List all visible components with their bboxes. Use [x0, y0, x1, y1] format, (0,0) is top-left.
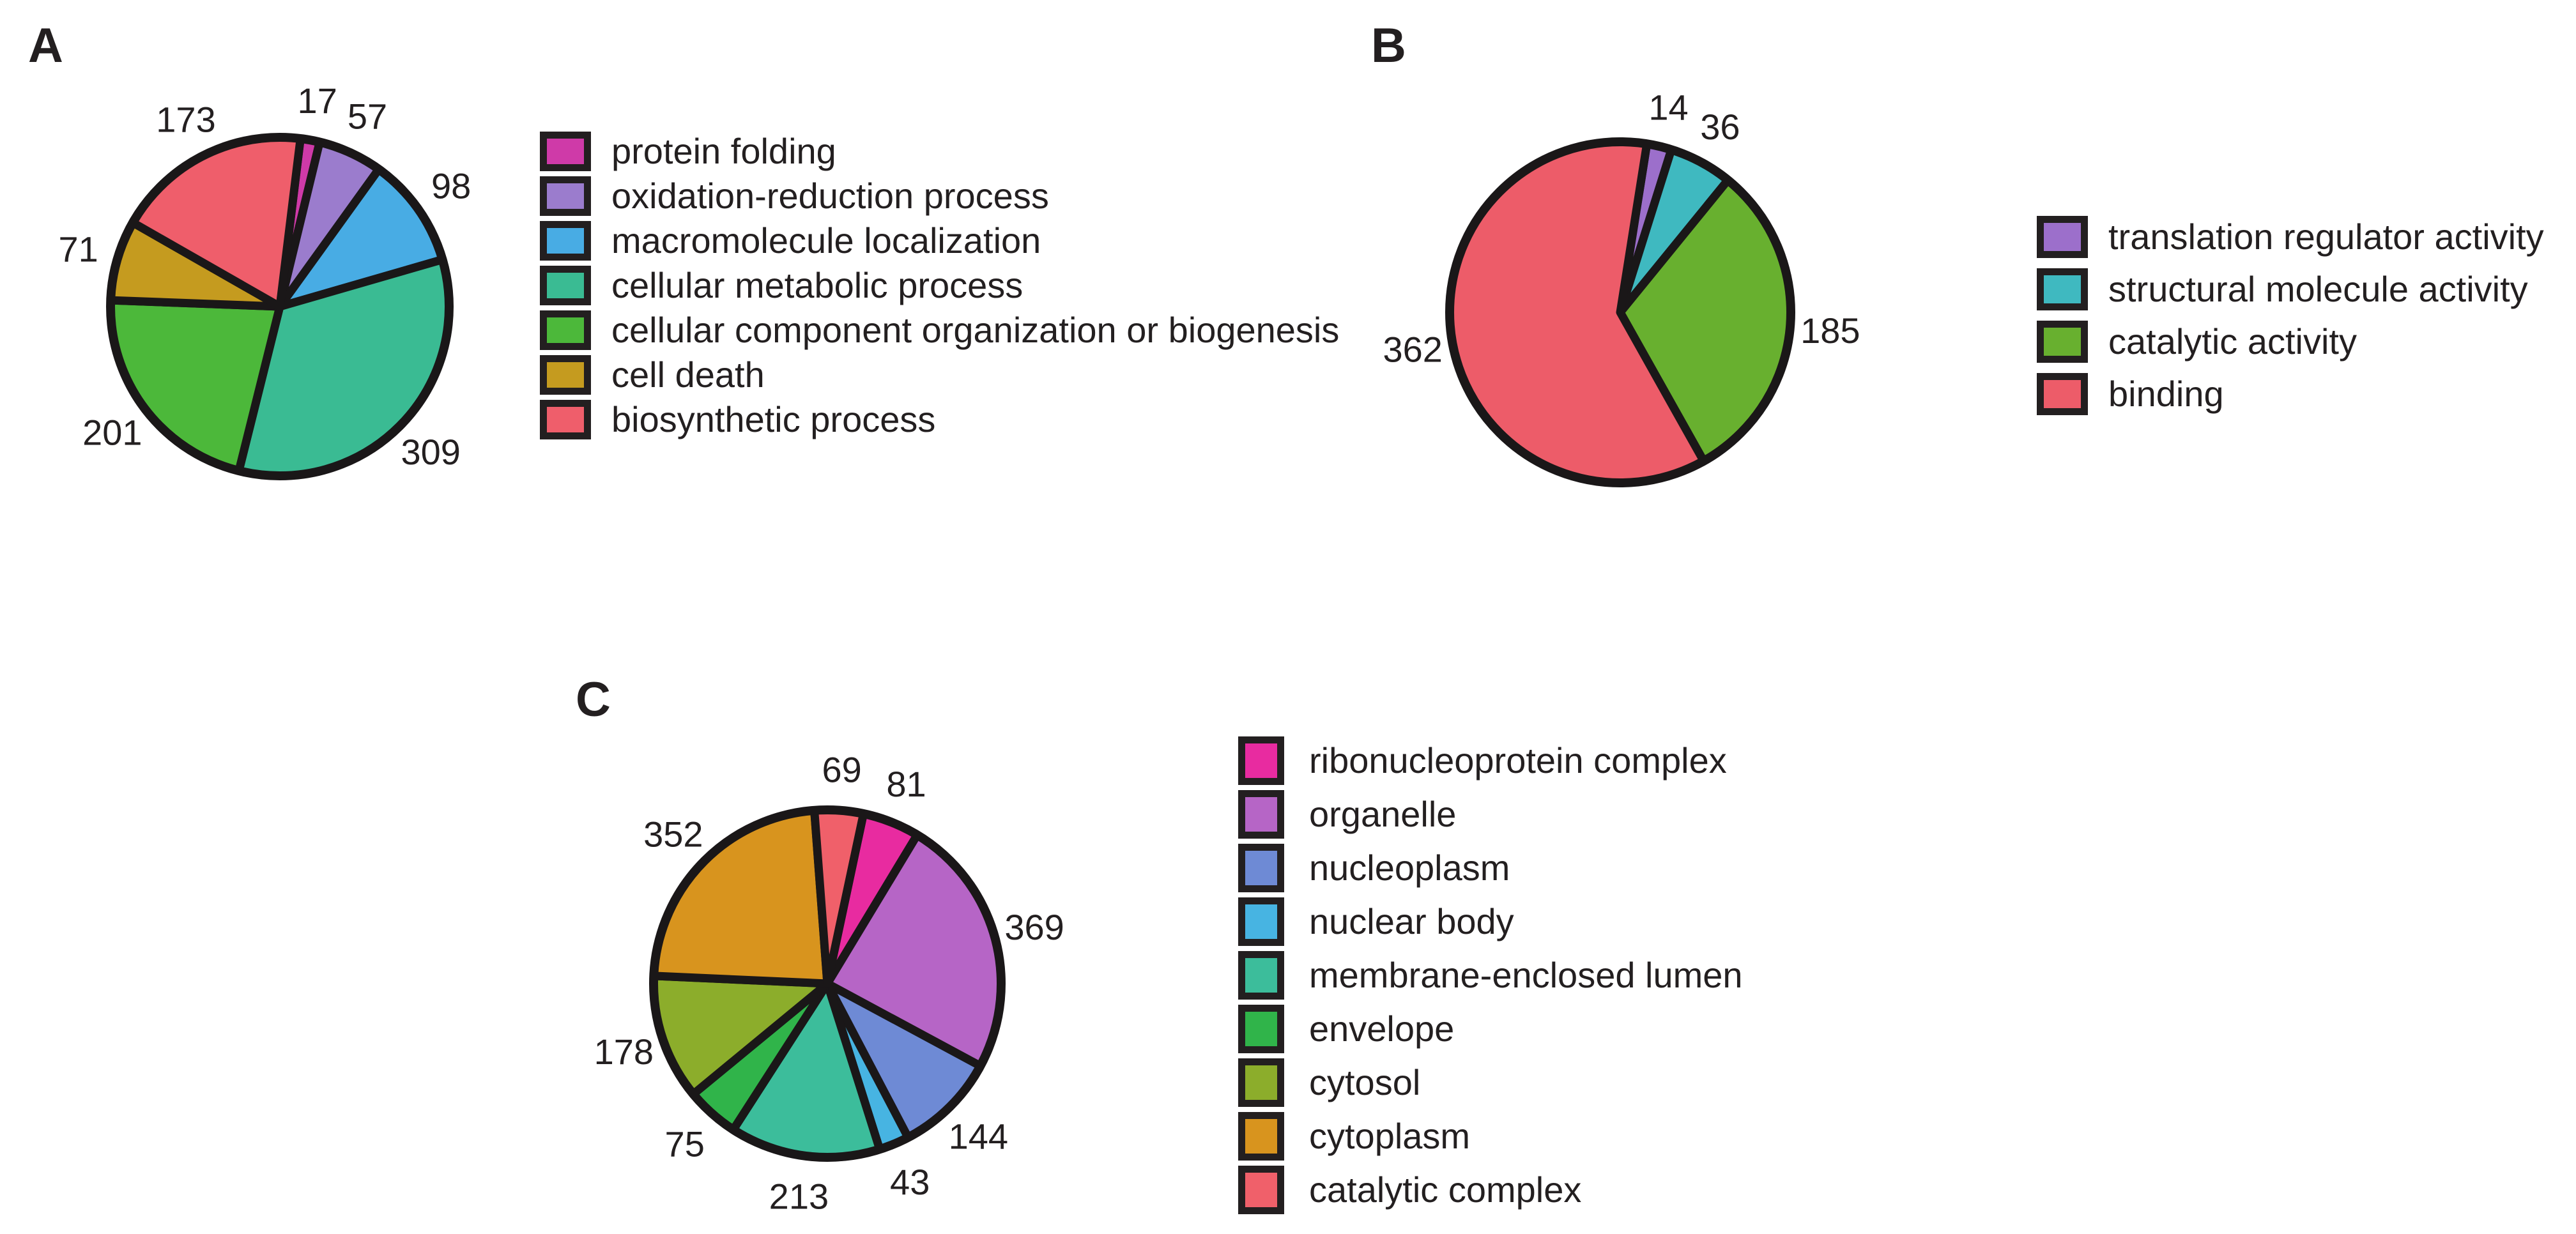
- pie-value-label: 17: [298, 80, 337, 121]
- legend-row: organelle: [1238, 790, 1743, 839]
- panel-letter-c: C: [576, 673, 611, 727]
- legend-swatch-icon: [2037, 321, 2088, 363]
- legend-label: protein folding: [611, 131, 836, 172]
- legend-label: catalytic activity: [2108, 321, 2357, 362]
- legend-label: structural molecule activity: [2108, 269, 2528, 310]
- pie-value-label: 69: [822, 749, 861, 789]
- legend-label: nuclear body: [1309, 901, 1514, 942]
- pie-value-label: 201: [82, 413, 142, 453]
- pie-outline: [1445, 137, 1795, 487]
- pie-outline: [106, 133, 454, 480]
- legend-label: oxidation-reduction process: [611, 176, 1049, 217]
- pie-value-label: 71: [58, 229, 98, 270]
- pie-value-label: 144: [949, 1116, 1008, 1157]
- legend-row: cellular metabolic process: [540, 266, 1339, 305]
- legend-c: ribonucleoprotein complex organelle nucleo…: [1238, 736, 1743, 1219]
- legend-row: catalytic complex: [1238, 1166, 1743, 1214]
- legend-swatch-icon: [540, 266, 591, 305]
- legend-swatch-icon: [540, 400, 591, 439]
- legend-row: protein folding: [540, 132, 1339, 171]
- legend-label: envelope: [1309, 1009, 1455, 1049]
- pie-value-label: 369: [1004, 907, 1064, 947]
- legend-row: biosynthetic process: [540, 400, 1339, 439]
- pie-chart-b: 14 36 185 362: [1383, 87, 1860, 487]
- legend-swatch-icon: [540, 132, 591, 171]
- pie-value-label: 14: [1648, 87, 1688, 127]
- legend-label: cellular metabolic process: [611, 265, 1023, 306]
- legend-swatch-icon: [540, 310, 591, 350]
- legend-swatch-icon: [1238, 1058, 1284, 1107]
- legend-row: cellular component organization or bioge…: [540, 310, 1339, 350]
- legend-row: cell death: [540, 355, 1339, 395]
- legend-label: nucleoplasm: [1309, 848, 1510, 888]
- legend-label: catalytic complex: [1309, 1169, 1582, 1210]
- legend-swatch-icon: [1238, 844, 1284, 892]
- pie-value-label: 185: [1800, 310, 1860, 351]
- legend-label: macromolecule localization: [611, 220, 1041, 261]
- pie-value-label: 213: [769, 1177, 829, 1217]
- legend-swatch-icon: [1238, 897, 1284, 946]
- legend-swatch-icon: [1238, 1166, 1284, 1214]
- pie-value-label: 81: [886, 764, 926, 804]
- legend-label: membrane-enclosed lumen: [1309, 955, 1743, 996]
- legend-label: cell death: [611, 354, 765, 395]
- legend-swatch-icon: [1238, 736, 1284, 785]
- pie-chart-c: 81 369 144 43 213 75 178 352 69: [594, 749, 1064, 1217]
- legend-b: translation regulator activity structural…: [2037, 216, 2544, 425]
- panel-letter-a: A: [28, 19, 63, 73]
- legend-row: cytoplasm: [1238, 1112, 1743, 1161]
- pie-value-label: 75: [665, 1124, 705, 1164]
- pie-value-label: 43: [890, 1162, 930, 1202]
- legend-swatch-icon: [540, 176, 591, 216]
- legend-swatch-icon: [2037, 216, 2088, 258]
- legend-swatch-icon: [540, 221, 591, 261]
- pie-chart-a: 17 57 98 309 201 71 173: [58, 80, 471, 480]
- legend-label: cytoplasm: [1309, 1116, 1471, 1157]
- legend-label: cellular component organization or bioge…: [611, 310, 1340, 351]
- legend-row: structural molecule activity: [2037, 268, 2544, 310]
- legend-row: envelope: [1238, 1005, 1743, 1053]
- pie-value-label: 362: [1383, 330, 1442, 370]
- legend-row: nucleoplasm: [1238, 844, 1743, 892]
- legend-label: biosynthetic process: [611, 399, 936, 440]
- legend-swatch-icon: [1238, 1112, 1284, 1161]
- pie-value-label: 352: [643, 814, 703, 855]
- pie-value-label: 309: [401, 432, 460, 472]
- legend-row: translation regulator activity: [2037, 216, 2544, 258]
- legend-label: translation regulator activity: [2108, 217, 2544, 257]
- legend-swatch-icon: [540, 355, 591, 395]
- legend-swatch-icon: [1238, 1005, 1284, 1053]
- legend-label: organelle: [1309, 794, 1457, 835]
- pie-value-label: 173: [156, 99, 215, 139]
- legend-row: binding: [2037, 373, 2544, 415]
- legend-swatch-icon: [1238, 951, 1284, 1000]
- legend-row: nuclear body: [1238, 897, 1743, 946]
- legend-row: ribonucleoprotein complex: [1238, 736, 1743, 785]
- legend-row: membrane-enclosed lumen: [1238, 951, 1743, 1000]
- legend-label: ribonucleoprotein complex: [1309, 740, 1727, 781]
- legend-swatch-icon: [1238, 790, 1284, 839]
- legend-row: macromolecule localization: [540, 221, 1339, 261]
- legend-row: catalytic activity: [2037, 321, 2544, 363]
- pie-value-label: 36: [1700, 107, 1740, 147]
- panel-letter-b: B: [1371, 19, 1406, 73]
- legend-label: cytosol: [1309, 1062, 1421, 1103]
- legend-swatch-icon: [2037, 268, 2088, 310]
- legend-swatch-icon: [2037, 373, 2088, 415]
- legend-row: oxidation-reduction process: [540, 176, 1339, 216]
- pie-value-label: 57: [348, 96, 387, 137]
- pie-value-label: 178: [594, 1032, 654, 1072]
- legend-label: binding: [2108, 374, 2224, 415]
- pie-outline: [649, 805, 1006, 1162]
- legend-row: cytosol: [1238, 1058, 1743, 1107]
- pie-value-label: 98: [431, 166, 471, 206]
